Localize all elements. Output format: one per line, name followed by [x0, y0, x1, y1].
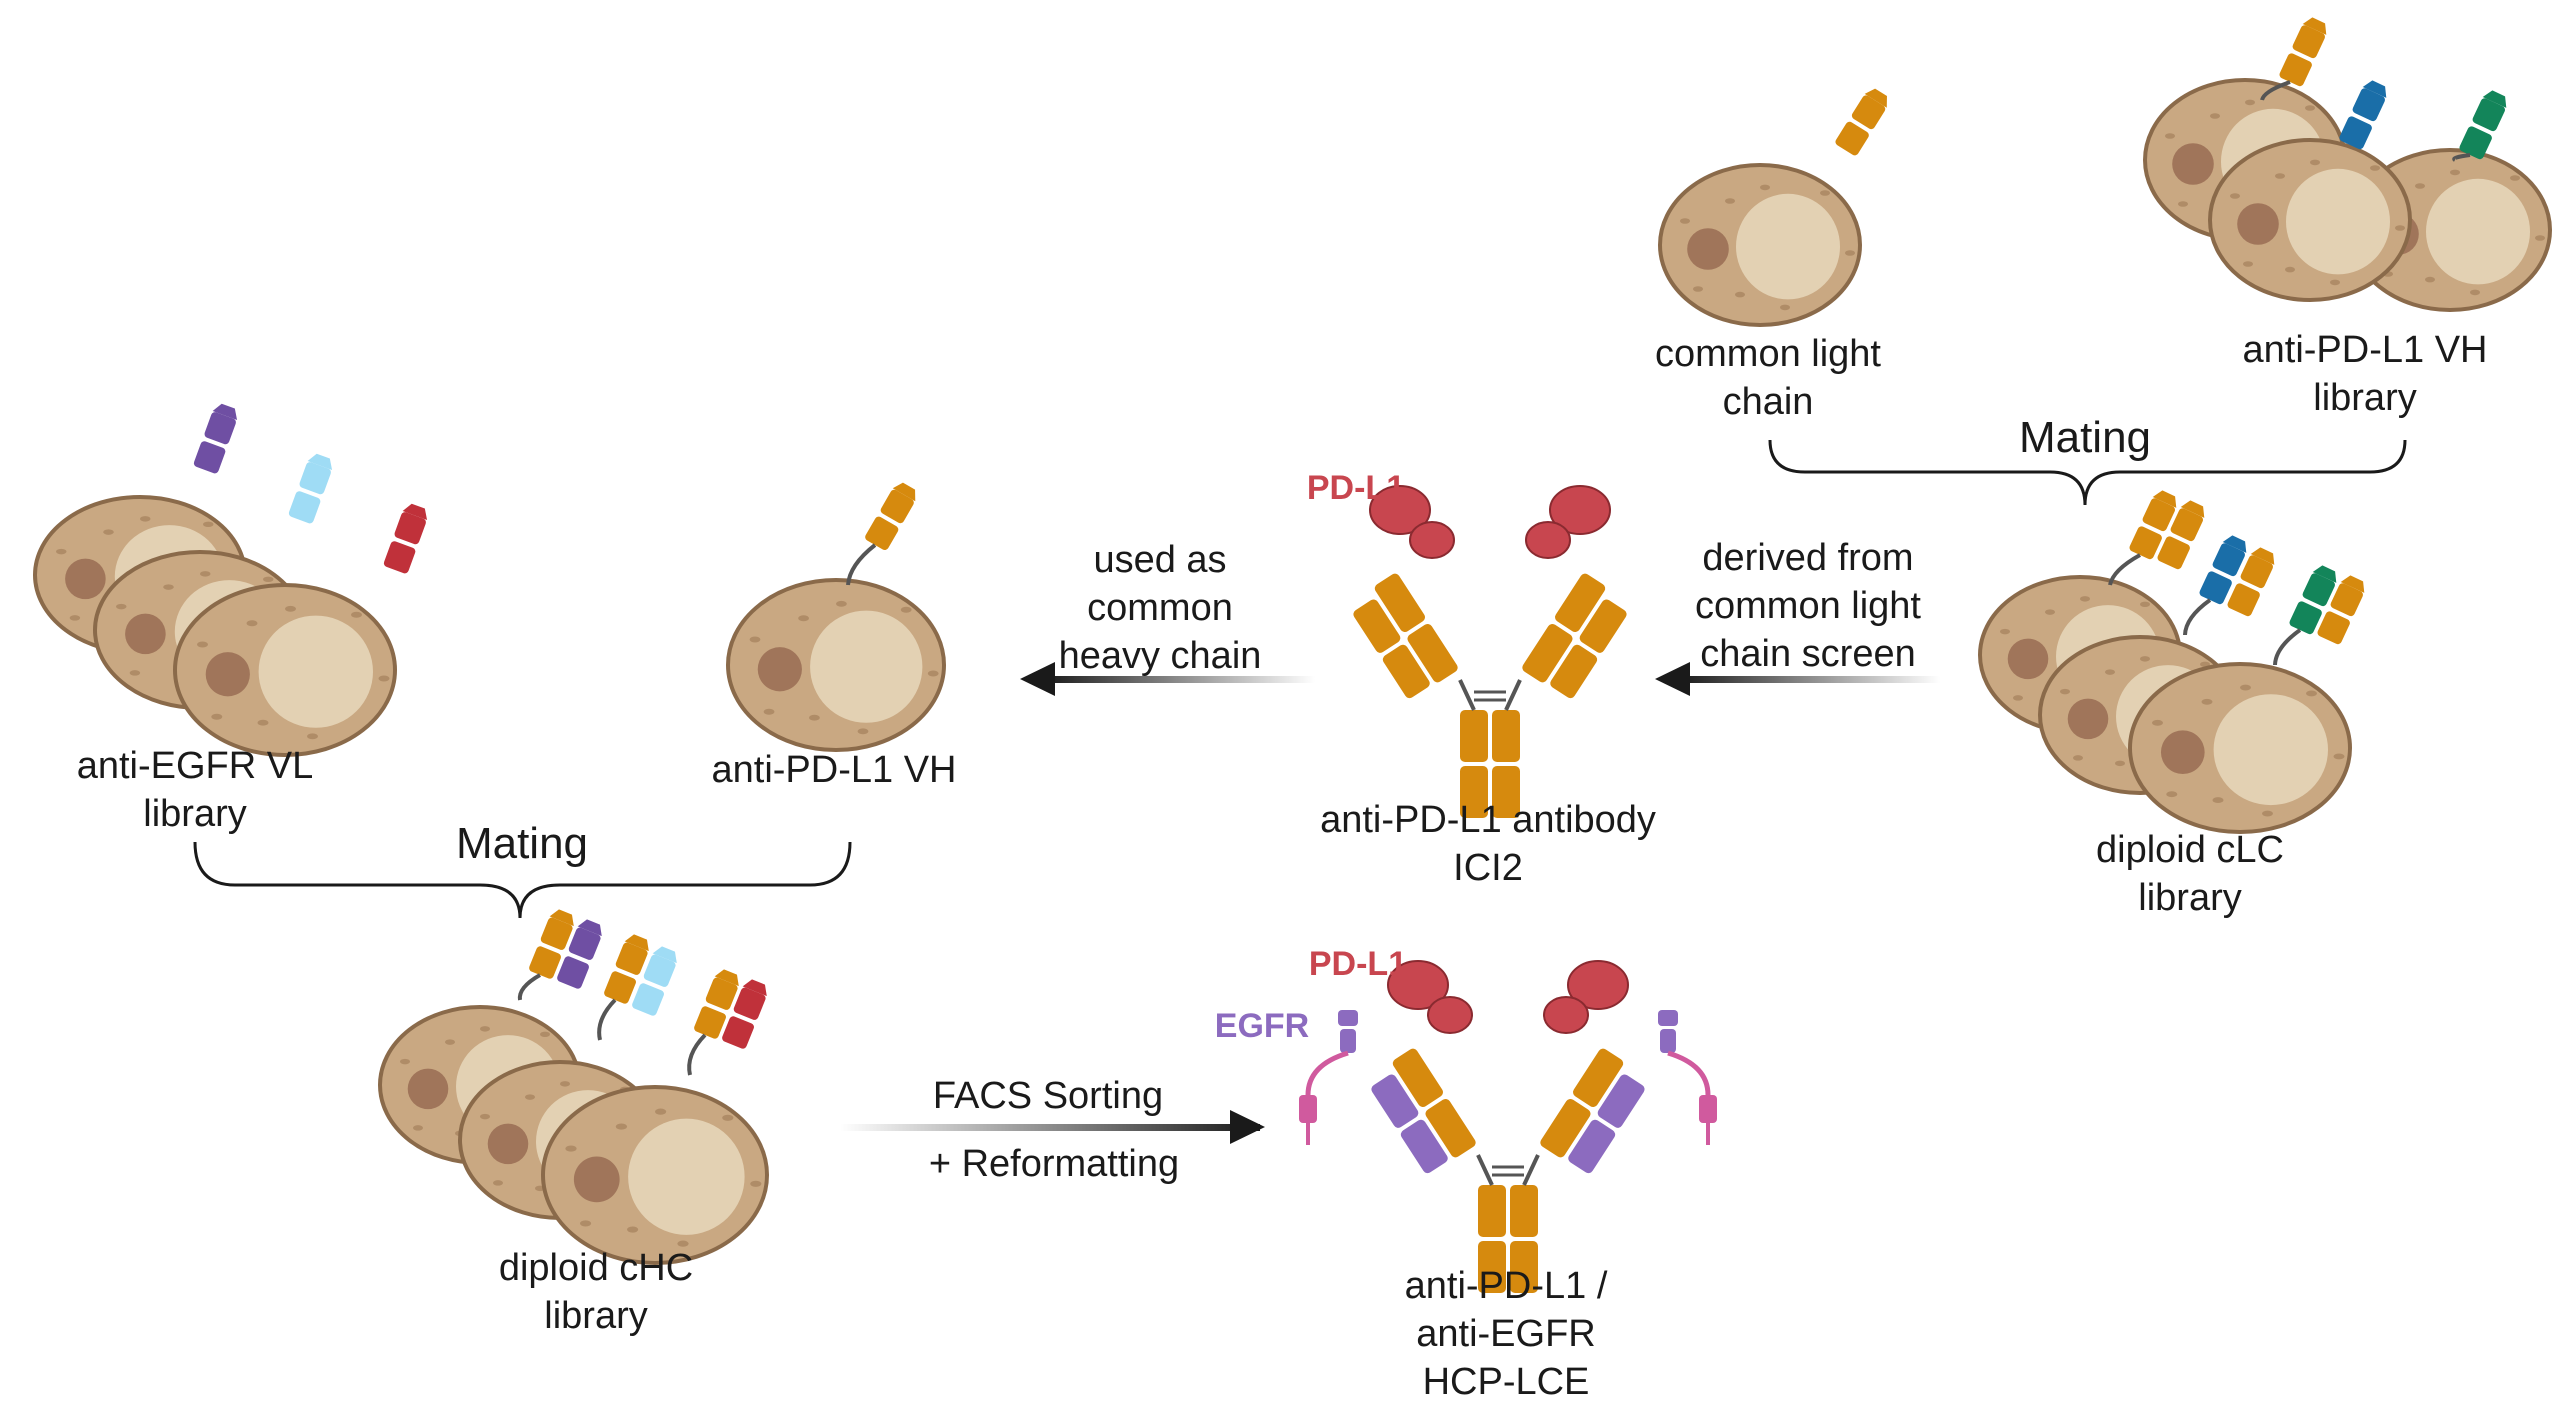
cell-clc-3: [2128, 662, 2352, 834]
clc-pair2-b: [2227, 547, 2275, 617]
clc-pair3-a: [2289, 565, 2337, 635]
clc-pair1-b: [2157, 500, 2205, 570]
chc-pair2-a: [604, 934, 649, 1004]
cell-anti-pdl1-vh: [726, 578, 946, 752]
label-reformatting: + Reformatting: [928, 1143, 1180, 1185]
label-diploid-clc-library: diploid cLC library: [2096, 829, 2284, 919]
label-anti-egfr-vl-library: anti-EGFR VL library: [76, 745, 314, 835]
vh-chain-orange: [2279, 17, 2327, 87]
cell-common-light-chain: [1658, 163, 1862, 327]
label-anti-pdl1-antibody: anti-PD-L1 antibody ICI2: [1320, 799, 1656, 889]
chc-pair2-b: [632, 946, 677, 1016]
chc-pair1-a: [529, 909, 574, 979]
egfr-right: [1658, 1010, 1717, 1145]
label-pdl1-bottom: PD-L1: [1308, 945, 1408, 983]
label-mating-top: Mating: [2018, 413, 2152, 462]
mating-brace-left: [193, 841, 852, 919]
label-used-as: used as common heavy chain: [1058, 539, 1262, 677]
clc-pair2-a: [2199, 535, 2247, 605]
label-egfr: EGFR: [1214, 1007, 1310, 1045]
arrow-facs: [840, 1110, 1265, 1144]
antibodies: [1299, 485, 1717, 1293]
label-diploid-chc-library: diploid cHC library: [498, 1247, 694, 1337]
label-derived-from: derived from common light chain screen: [1695, 537, 1921, 675]
chc-pair3-a: [694, 969, 739, 1039]
clc-pair3-b: [2317, 575, 2365, 645]
chc-pair3-b: [722, 979, 767, 1049]
arrow-derived: [1655, 662, 1940, 696]
displayed-chains: [193, 17, 2507, 1076]
label-common-light-chain: common light chain: [1655, 333, 1881, 423]
cell-vh-library-2: [2208, 138, 2412, 302]
vh-chain-blue: [2339, 80, 2387, 150]
arrow-used-as: [1020, 662, 1315, 696]
antibody-ici2: [1353, 485, 1627, 818]
egfr-left: [1299, 1010, 1358, 1145]
label-mating-left: Mating: [455, 819, 589, 868]
label-pdl1-top: PD-L1: [1306, 469, 1406, 507]
common-light-chain-domain: [1835, 88, 1887, 156]
label-hcp-lce: anti-PD-L1 / anti-EGFR HCP-LCE: [1404, 1265, 1608, 1401]
vl-free-red: [383, 503, 428, 574]
mating-brace-top: [1768, 439, 2407, 506]
vh-chain-green: [2459, 90, 2507, 160]
label-anti-pdl1-vh-library: anti-PD-L1 VH library: [2242, 329, 2488, 419]
label-anti-pdl1-vh: anti-PD-L1 VH: [711, 749, 957, 791]
cell-vl-3: [173, 583, 397, 757]
antibody-hcp-lce: [1299, 960, 1717, 1293]
label-facs-sorting: FACS Sorting: [932, 1075, 1164, 1117]
yeast-cells: [33, 78, 2552, 1265]
vl-free-lightblue: [288, 453, 333, 524]
vl-free-purple: [193, 403, 238, 474]
clc-pair1-a: [2129, 490, 2177, 560]
chc-pair1-b: [557, 919, 602, 989]
cell-chc-3: [541, 1085, 769, 1265]
vh-single-chain: [865, 482, 916, 551]
